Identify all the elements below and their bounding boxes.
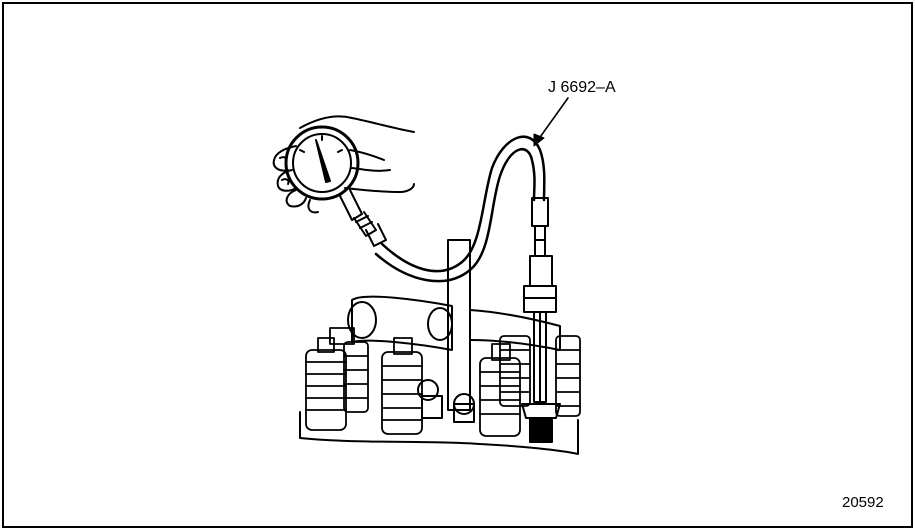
pressure-gauge: [284, 125, 360, 201]
hose: [374, 135, 546, 283]
valve-springs: [305, 327, 581, 437]
tool-leader-line: [533, 97, 569, 147]
gauge-fitting: [339, 189, 387, 247]
adapter-tool: [521, 197, 561, 443]
rocker-assembly: [347, 239, 561, 411]
figure-number: 20592: [842, 494, 884, 511]
tool-part-number: J 6692–A: [548, 79, 616, 96]
hand-illustration: [272, 115, 415, 214]
cylinder-head: [299, 379, 579, 455]
